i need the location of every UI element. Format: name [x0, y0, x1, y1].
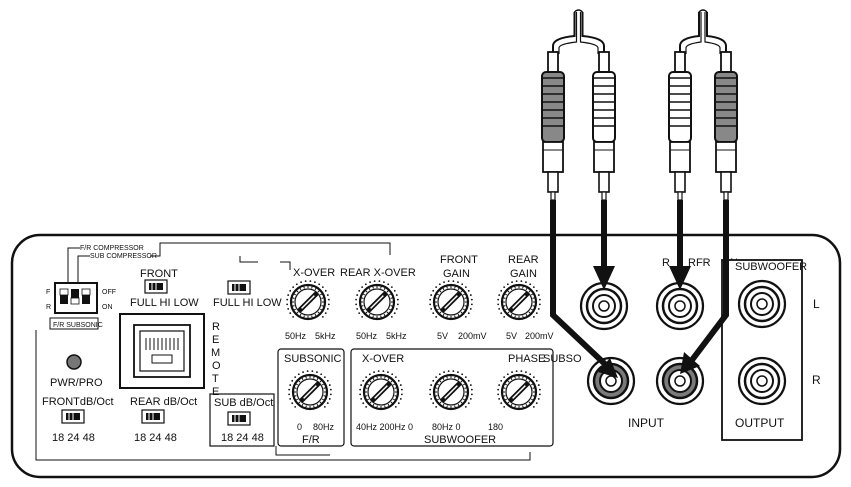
rear-gain-title1: REAR	[508, 254, 539, 266]
sub-slope-box	[209, 393, 275, 447]
front-slide-switch[interactable]	[144, 279, 168, 294]
dip-off-label: OFF	[102, 289, 116, 296]
front-xover-knob[interactable]	[286, 280, 330, 321]
sub-output-jack-right[interactable]	[737, 356, 787, 406]
input-jack-rear-right[interactable]	[655, 356, 705, 406]
amp-panel	[10, 233, 842, 479]
subsonic-title: SUBSONIC	[284, 353, 342, 365]
output-l-label: L	[813, 297, 820, 311]
sub-xover-title: X-OVER	[362, 353, 404, 365]
power-led-icon	[66, 354, 82, 370]
fr-subsonic-box	[49, 317, 99, 330]
front-switch-title: FRONT	[140, 268, 178, 280]
xover-front-title: X-OVER	[293, 267, 335, 279]
front-slope-title: FRONTdB/Oct	[42, 396, 114, 408]
rear-slope-title: REAR dB/Oct	[130, 396, 197, 408]
sub-output-title: SUBWOOFER	[735, 261, 807, 273]
sub-range-2: 80Hz 0	[432, 422, 461, 432]
sub-phase-knob[interactable]	[497, 370, 541, 411]
subsonic-max: 80Hz	[313, 422, 335, 432]
dip-switch[interactable]	[54, 282, 98, 314]
front-gain-title1: FRONT	[440, 254, 478, 266]
rear-xover-min: 50Hz	[356, 331, 378, 341]
remote-letter-e: E	[212, 334, 219, 346]
fr-subsonic-label: F/R SUBSONIC	[53, 322, 103, 329]
sub-section-foot: SUBWOOFER	[424, 434, 496, 446]
rear-xover-knob[interactable]	[355, 280, 399, 321]
sub-subsonic-title: SUBSO	[543, 353, 582, 365]
front-gain-knob[interactable]	[429, 280, 473, 321]
dip-f-label: F	[46, 289, 50, 296]
output-r-label: R	[812, 373, 821, 387]
remote-letter-r: R	[212, 321, 220, 333]
remote-letter-m: M	[211, 347, 220, 359]
rear-slope-switch[interactable]	[141, 409, 165, 424]
subsonic-box	[277, 348, 345, 447]
sub-range-3: 180	[488, 422, 503, 432]
arrow-head-icon	[593, 266, 615, 290]
front-gain-title2: GAIN	[443, 268, 470, 280]
input-jack-front-left[interactable]	[579, 281, 629, 331]
rear-xover-max: 5kHz	[386, 331, 407, 341]
sub-compressor-label: SUB COMPRESSOR	[90, 253, 157, 260]
sub-phase-title: PHASE	[508, 353, 545, 365]
rear-switch-options: FULL HI LOW	[213, 297, 282, 309]
input-head-r: R	[662, 257, 670, 269]
sub-slope-switch[interactable]	[227, 411, 251, 426]
sub-output-jack-left[interactable]	[737, 279, 787, 329]
arrow-head-icon	[669, 266, 691, 290]
sub-range-1: 40Hz 200Hz 0	[356, 422, 413, 432]
dip-r-label: R	[46, 304, 51, 311]
remote-jack[interactable]	[119, 313, 205, 389]
input-head-rfr: RFR	[688, 257, 711, 269]
subsonic-foot: F/R	[302, 434, 320, 446]
rca-cable-right-pair	[668, 9, 738, 201]
front-gain-max: 200mV	[458, 331, 487, 341]
front-slope-values: 18 24 48	[52, 432, 95, 444]
remote-letter-e2: E	[212, 386, 219, 398]
subsonic-knob[interactable]	[288, 370, 332, 411]
rear-gain-min: 5V	[506, 331, 517, 341]
rear-gain-title2: GAIN	[510, 268, 537, 280]
rca-cable-left-pair	[541, 9, 616, 201]
sub-slope-values: 18 24 48	[221, 432, 264, 444]
fr-compressor-label: F/R COMPRESSOR	[80, 245, 144, 252]
front-switch-options: FULL HI LOW	[130, 297, 199, 309]
front-slope-switch[interactable]	[61, 409, 85, 424]
sub-level-knob[interactable]	[429, 370, 473, 411]
sub-slope-title: SUB dB/Oct	[214, 397, 273, 409]
input-label: INPUT	[628, 416, 665, 430]
dip-on-label: ON	[102, 304, 113, 311]
subwoofer-section-box	[350, 348, 554, 447]
rear-slope-values: 18 24 48	[134, 432, 177, 444]
front-xover-min: 50Hz	[285, 331, 307, 341]
rear-slide-switch[interactable]	[227, 280, 251, 295]
arrow-head-icon	[598, 358, 618, 378]
front-gain-min: 5V	[437, 331, 448, 341]
sub-xover-knob[interactable]	[359, 370, 403, 411]
sub-output-label: OUTPUT	[735, 416, 785, 430]
rear-gain-knob[interactable]	[497, 280, 541, 321]
connection-arrows	[550, 200, 729, 378]
rear-xover-title: REAR X-OVER	[340, 267, 416, 279]
remote-letter-t: T	[212, 373, 219, 385]
pwr-label: PWR/PRO	[50, 377, 103, 389]
arrow-head-icon	[680, 352, 700, 374]
front-xover-max: 5kHz	[315, 331, 336, 341]
bottom-leader-lines	[35, 330, 531, 461]
rear-gain-max: 200mV	[525, 331, 554, 341]
dip-leader-lines	[67, 242, 391, 283]
subsonic-min: 0	[297, 422, 302, 432]
remote-letter-o: O	[212, 360, 221, 372]
